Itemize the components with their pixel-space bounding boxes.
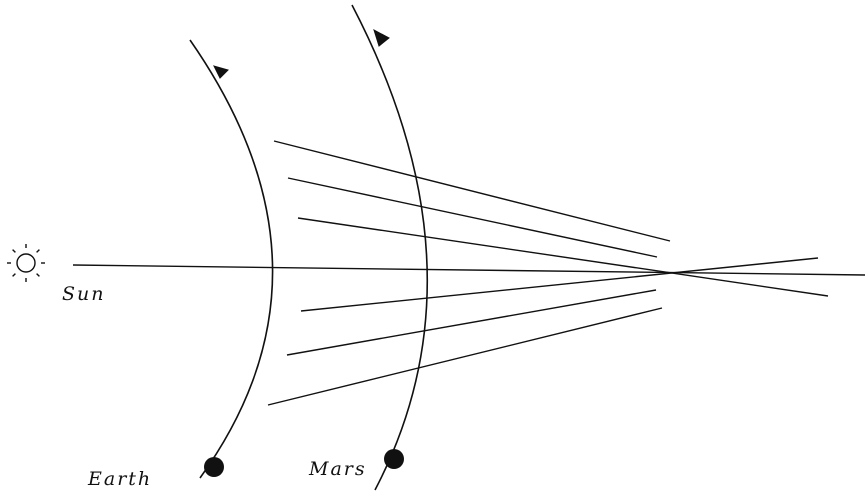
- earth-orbit: [189, 39, 274, 479]
- earth-orbit-arrow-icon: [213, 65, 229, 79]
- earth-label: Earth: [87, 468, 152, 490]
- mars-label: Mars: [308, 458, 367, 480]
- mars-orbit: [351, 4, 428, 491]
- sun-label: Sun: [62, 283, 106, 305]
- sight-line: [286, 289, 657, 356]
- sight-line: [297, 217, 829, 297]
- earth-planet-dot: [204, 457, 224, 477]
- sun-reference-line: [72, 264, 865, 276]
- sight-line: [267, 307, 663, 406]
- mars-planet-dot: [384, 449, 404, 469]
- sight-line: [273, 140, 671, 242]
- mars-orbit-arrow-icon: [373, 28, 390, 47]
- sight-line: [300, 257, 819, 312]
- sight-line: [287, 177, 658, 258]
- sun-icon: [7, 244, 45, 282]
- sight-lines: [267, 140, 829, 406]
